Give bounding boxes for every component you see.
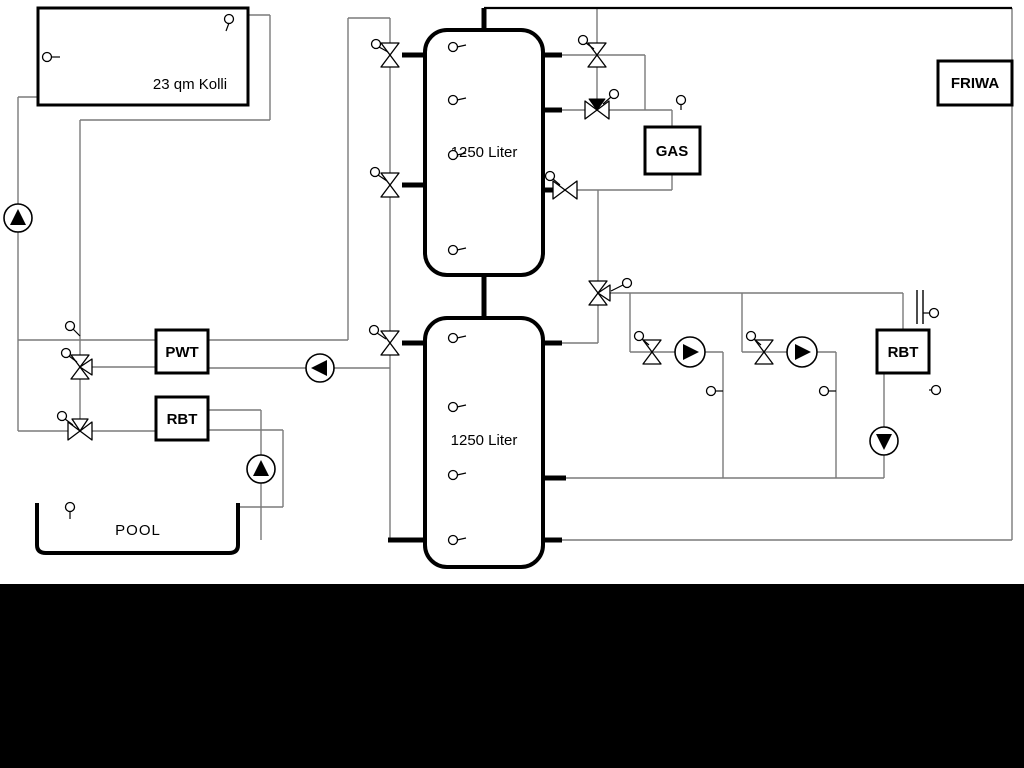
valve-circuit-2: [745, 330, 774, 365]
rbt-right-label: RBT: [888, 344, 919, 361]
valve-tank1-top-right: [577, 34, 607, 68]
circuit-pump-1: [674, 336, 706, 368]
buffer-tank-top: 1250 Liter: [423, 28, 545, 277]
pwt-charge-pump: [305, 353, 335, 383]
friwa-box: FRIWA: [936, 59, 1014, 107]
three-way-valve-heating-header: [588, 277, 633, 306]
rbt-left-label: RBT: [167, 411, 198, 428]
solar-pump: [3, 203, 33, 233]
footer-black-band: [0, 584, 1024, 768]
friwa-label: FRIWA: [951, 75, 999, 92]
pool-pump: [246, 454, 276, 484]
gas-boiler-box: GAS: [643, 125, 702, 176]
pipe-network: [17, 8, 1013, 541]
pwt-box: PWT: [154, 328, 210, 375]
gas-label: GAS: [656, 143, 689, 160]
tank-connection-stubs: [388, 8, 566, 543]
rbt-left-box: RBT: [154, 395, 210, 442]
buffer-tank-top-label: 1250 Liter: [451, 144, 518, 161]
pwt-label: PWT: [165, 344, 198, 361]
valve-tank1-mid-left: [369, 166, 400, 198]
rbt-right-box: RBT: [875, 328, 931, 375]
mixing-valve-gas: [584, 88, 620, 120]
valve-tank1-top-left: [370, 38, 400, 68]
three-way-valve-pwt: [60, 347, 93, 380]
pool-label: POOL: [115, 522, 161, 539]
valve-tank2-top-left: [368, 324, 400, 356]
collector-label: 23 qm Kolli: [153, 76, 227, 93]
pool-basin: POOL: [35, 503, 240, 555]
circuit-pump-2: [786, 336, 818, 368]
heat-exchanger-ticks: [916, 290, 924, 324]
three-way-valve-rbt-left: [56, 410, 93, 441]
rbt-return-pump: [869, 426, 899, 456]
buffer-tank-bottom: 1250 Liter: [423, 316, 545, 569]
valve-circuit-1: [633, 330, 662, 365]
temperature-sensors: [41, 13, 942, 546]
valve-tank1-lower-right: [544, 170, 578, 200]
solar-collector-box: 23 qm Kolli: [36, 6, 250, 107]
buffer-tank-bottom-label: 1250 Liter: [451, 432, 518, 449]
